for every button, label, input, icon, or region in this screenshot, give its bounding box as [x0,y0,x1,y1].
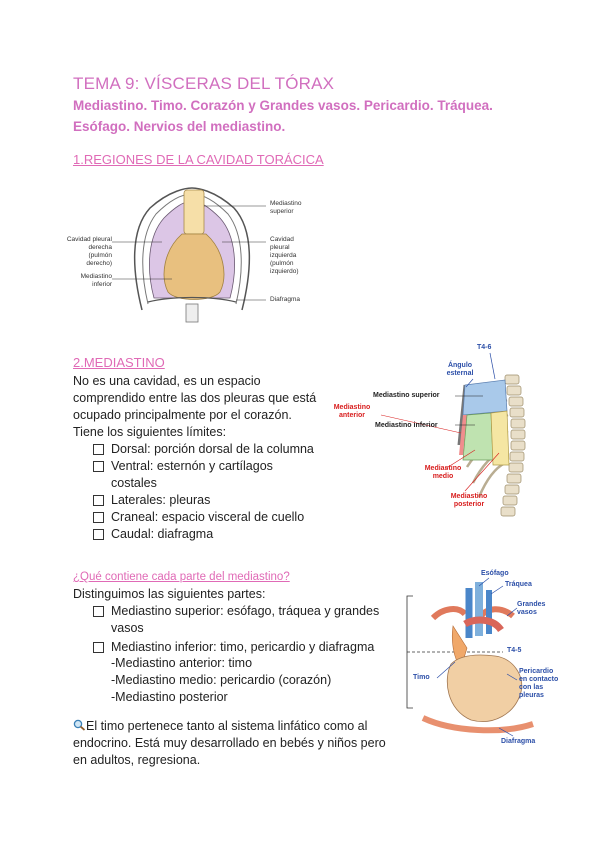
limits-intro: Tiene los siguientes límites: [73,425,227,439]
label-mediastino-superior: Mediastino superior [270,200,302,215]
label-mediastino-medio: Mediastino medio [424,465,462,480]
thoracic-cavity-diagram [112,187,266,323]
label-traquea: Tráquea [505,581,532,588]
checkbox-icon [93,529,104,540]
label-cavidad-pleural-izquierda: Cavidad pleural izquierda (pulmón izquie… [270,236,299,275]
list-item: Caudal: diafragma [91,526,321,543]
label-diafragma: Diafragma [270,296,300,303]
thymus-note: El timo pertenece tanto al sistema linfá… [73,719,386,767]
label-mediastino-posterior: Mediastino posterior [450,493,488,508]
label-angulo-esternal: Ángulo esternal [446,362,474,377]
list-item: Mediastino superior: esófago, tráquea y … [91,603,381,637]
checkbox-icon [93,606,104,617]
checkbox-icon [93,495,104,506]
section-heading-mediastino: 2.MEDIASTINO [73,355,165,370]
label-diafragma-heart: Diafragma [501,738,536,745]
label-cavidad-pleural-derecha: Cavidad pleural derecha (pulmón derecho) [66,236,112,267]
list-item: -Mediastino anterior: timo [111,656,253,670]
label-mediastino-inferior: Mediastino inferior [80,273,112,288]
sub-parts-list: -Mediastino anterior: timo -Mediastino m… [80,655,331,706]
section-heading-regions: 1.REGIONES DE LA CAVIDAD TORÁCICA [73,152,324,167]
list-item: -Mediastino posterior [111,690,228,704]
thoracic-cavity-figure: Mediastino superior Cavidad pleural dere… [67,180,312,330]
label-mediastino-superior-lat: Mediastino superior [373,392,440,399]
list-item: Dorsal: porción dorsal de la columna [91,441,321,458]
magnifier-icon [73,719,86,731]
label-pericardio: Pericardio en contacto con las pleuras [519,668,559,699]
list-item: -Mediastino medio: pericardio (corazón) [111,673,332,687]
label-timo: Timo [413,674,430,681]
list-item: Laterales: pleuras [91,492,321,509]
list-item: Craneal: espacio visceral de cuello [91,509,321,526]
label-mediastino-inferior-lat: Mediastino inferior [375,422,438,429]
mediastino-intro: No es una cavidad, es un espacio compren… [73,374,317,422]
checkbox-icon [93,444,104,455]
list-item: Mediastino inferior: timo, pericardio y … [91,639,381,656]
label-esofago: Esófago [481,570,509,577]
label-t46: T4-6 [477,344,492,351]
section-heading-contenido: ¿Qué contiene cada parte del mediastino? [73,571,290,583]
list-item: Ventral: esternón y cartílagos costales [91,458,321,492]
mediastino-lateral-diagram [380,352,526,517]
label-t45: T4-5 [507,647,522,654]
parts-list: Mediastino superior: esófago, tráquea y … [91,603,381,656]
checkbox-icon [93,512,104,523]
mediastino-lateral-figure: T4-6 Ángulo esternal Mediastino superior… [325,344,555,525]
heart-great-vessels-diagram [406,577,534,737]
label-grandes-vasos: Grandes vasos [517,601,546,616]
checkbox-icon [93,642,104,653]
limits-list: Dorsal: porción dorsal de la columna Ven… [91,441,321,543]
parts-intro: Distinguimos las siguientes partes: [73,587,266,601]
page-title: TEMA 9: VÍSCERAS DEL TÓRAX [73,74,335,93]
label-mediastino-anterior: Mediastino anterior [333,404,371,419]
checkbox-icon [93,461,104,472]
page-subtitle: Mediastino. Timo. Corazón y Grandes vaso… [73,98,493,134]
heart-great-vessels-figure: Esófago Tráquea Grandes vasos T4-5 Timo … [403,568,563,758]
